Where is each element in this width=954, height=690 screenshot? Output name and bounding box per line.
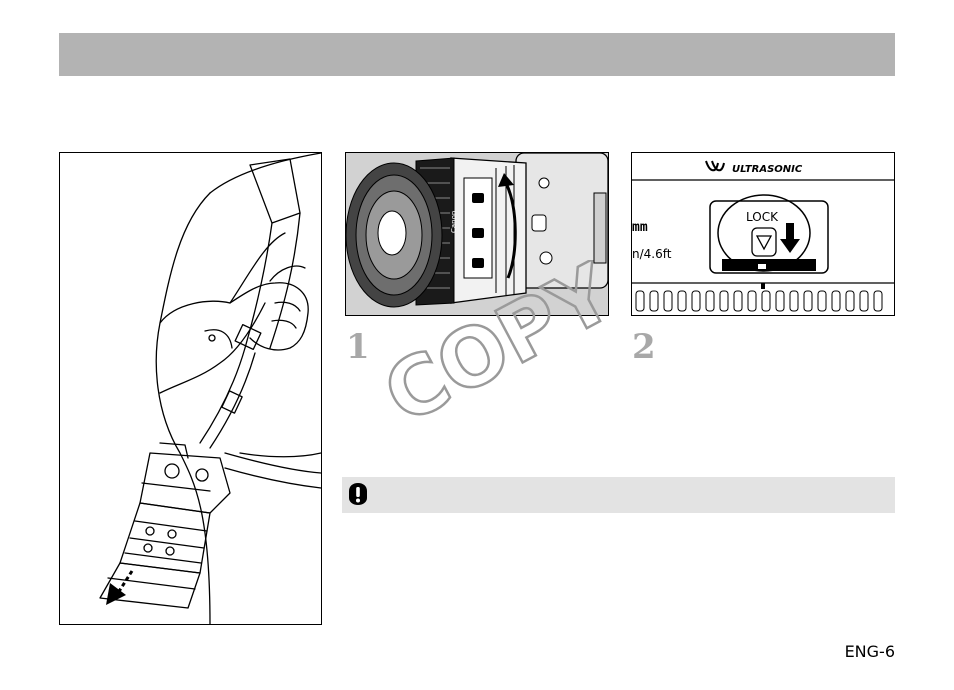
focal-length-fragment: mm bbox=[632, 220, 648, 235]
strap-carry-illustration bbox=[59, 152, 322, 625]
caution-bar bbox=[342, 477, 895, 513]
lock-switch-illustration: ULTRASONIC mm n/4.6ft LOCK bbox=[631, 152, 895, 316]
watermark-text: COPY bbox=[370, 260, 610, 430]
lens-brand-label: Canon bbox=[450, 211, 458, 233]
lock-drawing: ULTRASONIC mm n/4.6ft LOCK bbox=[632, 153, 894, 315]
strap-carry-drawing bbox=[60, 153, 321, 624]
step-number-2: 2 bbox=[632, 330, 656, 364]
page-number: ENG-6 bbox=[845, 642, 895, 661]
copy-watermark-graphic: COPY bbox=[360, 260, 610, 430]
section-header-bar bbox=[59, 33, 895, 76]
copy-watermark: COPY bbox=[360, 260, 610, 430]
lock-label: LOCK bbox=[746, 210, 779, 224]
caution-icon bbox=[348, 482, 368, 506]
ultrasonic-logo-text: ULTRASONIC bbox=[732, 164, 803, 175]
distance-scale-fragment: n/4.6ft bbox=[632, 247, 672, 261]
